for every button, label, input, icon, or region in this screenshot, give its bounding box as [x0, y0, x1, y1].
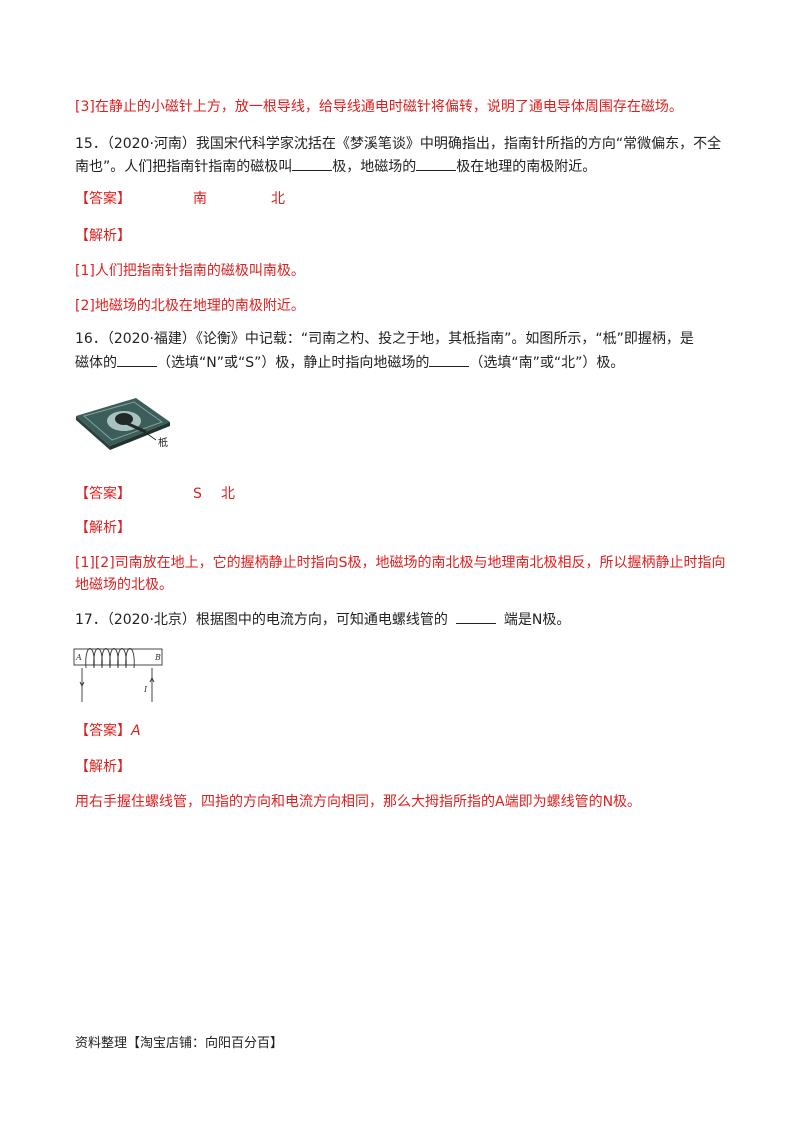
q15-text-b3: 极在地理的南极附近。 [456, 159, 597, 175]
q17-analysis-1: 用右手握住螺线管，四指的方向和电流方向相同，那么大拇指所指的A端即为螺线管的N极… [75, 794, 642, 810]
solenoid-coil [85, 648, 135, 669]
q15-analysis-label: 【解析】 [75, 228, 131, 244]
q15-question-line-2: 南也”。人们把指南针指南的磁极叫 极，地磁场的 极在地理的南极附近。 [75, 156, 596, 177]
q15-text-b1: 南也”。人们把指南针指南的磁极叫 [75, 159, 293, 175]
sinan-board-side-left [76, 416, 110, 450]
current-arrow-right [149, 676, 155, 683]
q15-answer-1: 南 [193, 191, 207, 207]
sinan-spoon-bowl [115, 413, 133, 425]
q15-blank-1 [292, 156, 333, 171]
q15-analysis-1: [1]人们把指南针指南的磁极叫南极。 [75, 263, 305, 279]
q15-answer-2: 北 [271, 191, 285, 207]
q16-analysis-2: 地磁场的北极。 [75, 577, 173, 593]
q15-blank-2 [416, 156, 457, 171]
q15-analysis-2: [2]地磁场的北极在地理的南极附近。 [75, 298, 305, 314]
q16-number: 16． [75, 331, 107, 347]
q17-answer-1: A [131, 723, 141, 739]
q16-question-line-2: 磁体的 （选填“N”或“S”）极，静止时指向地磁场的 （选填“南”或“北”）极。 [75, 352, 624, 373]
q17-text-a: 根据图中的电流方向，可知通电螺线管的 [195, 612, 448, 628]
q16-text-b3: （选填“南”或“北”）极。 [469, 355, 625, 371]
q16-answer-2: 北 [221, 486, 235, 502]
solenoid-end-a-label: A [75, 653, 82, 662]
page-footer: 资料整理【淘宝店铺：向阳百分百】 [75, 1036, 284, 1051]
solenoid-figure: A B I [73, 648, 163, 702]
sinan-board-pattern [82, 401, 164, 441]
q16-text-a: 《论衡》中记载：“司南之杓、投之于地，其柢指南”。如图所示，“柢”即握柄，是 [195, 331, 694, 347]
sinan-handle-label: 柢 [158, 438, 168, 449]
q17-source: （2020·北京） [106, 612, 196, 628]
sinan-spoon-handle [121, 419, 147, 434]
current-arrow-left [79, 681, 85, 688]
q16-text-b2: （选填“N”或“S”）极，静止时指向地磁场的 [157, 355, 430, 371]
q15-question-line-1: 15．（2020·河南）我国宋代科学家沈括在《梦溪笔谈》中明确指出，指南针所指的… [75, 134, 721, 154]
q17-question-line: 17．（2020·北京）根据图中的电流方向，可知通电螺线管的 端是N极。 [75, 609, 570, 630]
q15-source: （2020·河南） [106, 136, 196, 152]
q17-answer-line: 【答案】A [75, 721, 141, 741]
q15-answer-label: 【答案】 [75, 191, 131, 207]
sinan-figure [76, 398, 170, 450]
q14-analysis-3: [3]在静止的小磁针上方，放一根导线，给导线通电时磁针将偏转，说明了通电导体周围… [75, 99, 683, 115]
q16-text-b1: 磁体的 [75, 355, 117, 371]
q17-answer-label: 【答案】 [75, 723, 131, 739]
q16-source: （2020·福建） [106, 331, 196, 347]
q17-analysis-label: 【解析】 [75, 759, 131, 775]
sinan-board-side-right [110, 422, 170, 450]
q15-answer-line: 【答案】 [75, 189, 131, 209]
solenoid-end-b-label: B [154, 653, 161, 662]
q16-question-line-1: 16．（2020·福建）《论衡》中记载：“司南之杓、投之于地，其柢指南”。如图所… [75, 329, 694, 349]
q16-answer-label: 【答案】 [75, 486, 131, 502]
current-label: I [143, 685, 148, 694]
q17-blank [455, 609, 496, 624]
q15-number: 15． [75, 136, 107, 152]
q17-text-b: 端是N极。 [503, 612, 571, 628]
q17-number: 17． [75, 612, 107, 628]
q15-text-b2: 极，地磁场的 [332, 159, 417, 175]
sinan-label-leader [145, 432, 157, 441]
q16-answer-1: S [193, 486, 202, 502]
q16-blank-1 [117, 352, 157, 367]
q15-text-a: 我国宋代科学家沈括在《梦溪笔谈》中明确指出，指南针所指的方向“常微偏东，不全 [195, 136, 722, 152]
q16-analysis-label: 【解析】 [75, 520, 131, 536]
q16-analysis-1: [1][2]司南放在地上，它的握柄静止时指向S极，地磁场的南北极与地理南北极相反… [75, 555, 726, 571]
q16-blank-2 [429, 352, 470, 367]
